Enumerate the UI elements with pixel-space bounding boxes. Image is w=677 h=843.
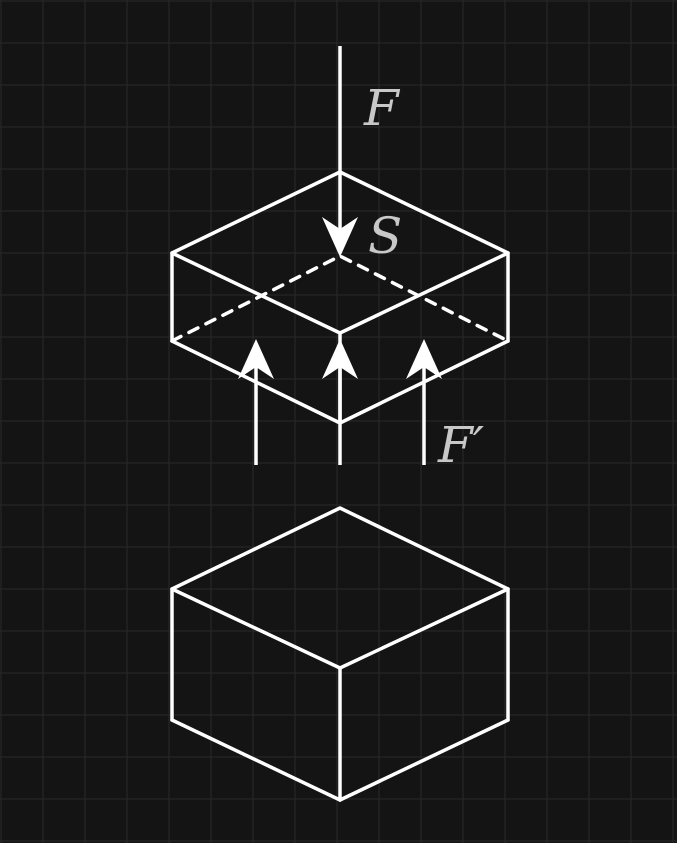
hidden-bottom-face-dashed [170,254,510,343]
surface-label: S [368,207,402,265]
lower-block-bottom-left-edge [170,718,342,802]
applied-force-arrow [322,46,358,257]
reaction-arrowhead-center [322,339,358,379]
lower-block [170,506,510,802]
force-label: F [363,79,401,137]
lower-block-bottom-right-edge [338,718,510,802]
reaction-force-label: F′ [437,416,485,474]
lower-block-top-face [170,506,510,670]
reaction-arrowhead-left [238,339,274,379]
reaction-arrowhead-right [406,339,442,379]
force-arrowhead [322,217,358,257]
reaction-force-arrows [238,339,442,465]
